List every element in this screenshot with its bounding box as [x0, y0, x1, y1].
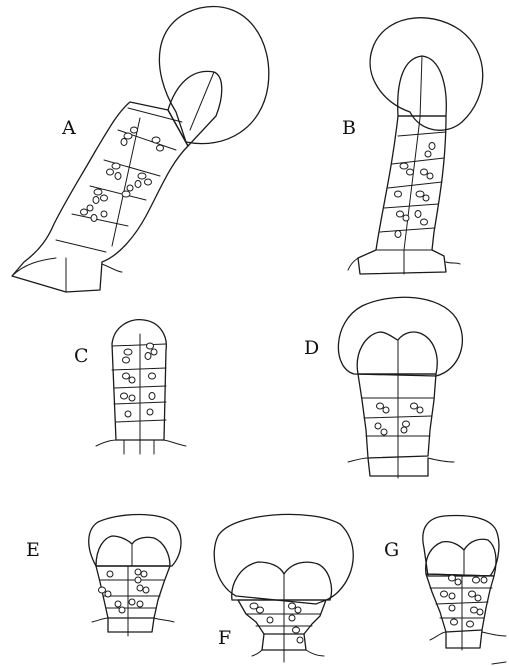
panel-d-label: D — [304, 337, 319, 359]
panel-g: G — [384, 516, 506, 650]
panel-f-upper-cells — [232, 562, 332, 600]
panel-g-cap — [423, 516, 499, 576]
panel-a-apical-cell — [168, 71, 222, 146]
panel-f-nuclei — [250, 603, 303, 643]
panel-e: E — [26, 515, 181, 637]
panel-a: A — [12, 7, 269, 292]
corner-mark — [492, 662, 506, 664]
panel-c: C — [74, 320, 186, 454]
panel-b: B — [342, 18, 483, 274]
panel-d-nuclei — [375, 403, 423, 435]
panel-a-label: A — [61, 117, 76, 139]
panel-g-upper-cells — [426, 539, 496, 576]
panel-d-upper-cells — [357, 332, 437, 374]
panel-a-suspensor — [12, 102, 188, 292]
panel-d: D — [304, 297, 462, 478]
panel-b-label: B — [342, 117, 356, 139]
panel-f-label: F — [218, 627, 231, 649]
panel-b-cap-circle — [370, 18, 483, 131]
panel-b-nuclei — [395, 143, 436, 238]
panel-e-upper-cells — [96, 536, 170, 566]
panel-g-nuclei — [441, 575, 488, 627]
panel-f: F — [214, 514, 353, 662]
panel-c-label: C — [74, 345, 89, 367]
panel-g-label: G — [384, 539, 399, 561]
panel-e-label: E — [26, 539, 40, 561]
panel-c-nuclei — [121, 343, 158, 417]
